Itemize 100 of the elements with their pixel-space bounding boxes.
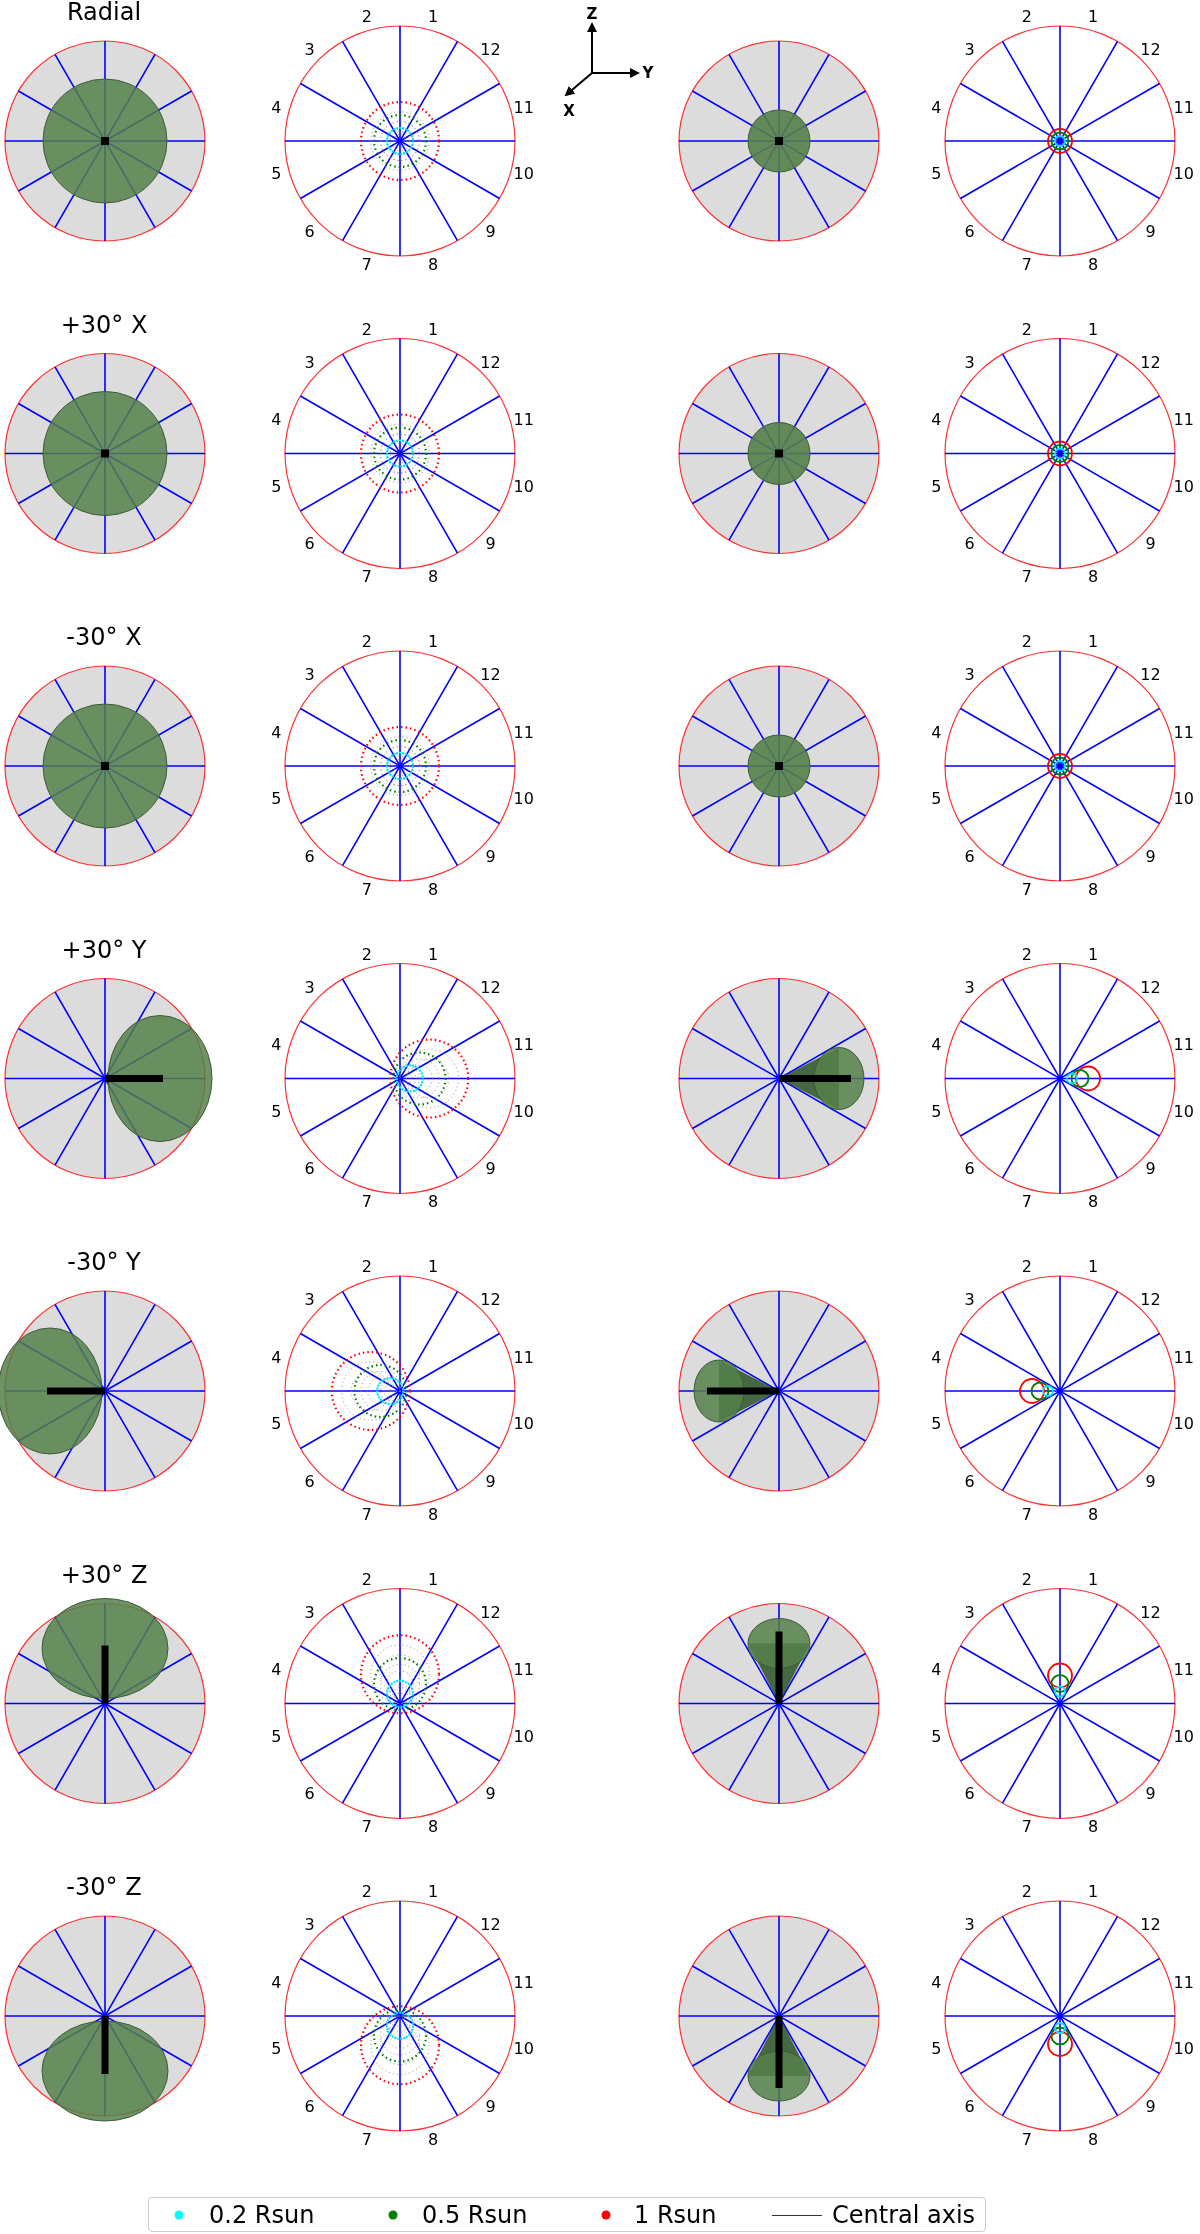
sector-number: 1 [1088, 1884, 1099, 1901]
sector-number: 12 [480, 42, 501, 59]
sector-number: 3 [964, 1917, 975, 1934]
sector-number: 4 [931, 412, 942, 429]
sector-number: 4 [931, 724, 942, 741]
sector-number: 1 [428, 1259, 439, 1276]
sector-number: 6 [964, 1161, 975, 1177]
sector-number: 8 [428, 1506, 439, 1523]
sector-number: 9 [1145, 848, 1156, 865]
sector-number: 10 [1173, 2041, 1194, 2058]
sector-number: 6 [304, 1473, 315, 1490]
sector-number: 2 [361, 1259, 372, 1276]
sector-number: 12 [480, 1292, 501, 1309]
sector-number: 9 [485, 2098, 496, 2115]
sector-number: 5 [271, 791, 282, 808]
sector-number: 11 [513, 724, 534, 741]
sector-number: 8 [1088, 569, 1099, 586]
sector-number: 7 [1021, 881, 1032, 898]
sector-number: 5 [271, 1728, 282, 1745]
sector-number: 2 [361, 1884, 372, 1901]
sector-number: 10 [1173, 166, 1194, 183]
sector-number: 8 [428, 1194, 439, 1211]
sector-number: 2 [361, 1571, 372, 1588]
sector-number: 11 [1173, 1349, 1194, 1366]
sector-number: 9 [1145, 1161, 1156, 1177]
sector-number: 6 [304, 1161, 315, 1177]
legend-text: Central axis [832, 2202, 976, 2227]
sector-number: 6 [964, 536, 975, 552]
legend-text: 0.5 Rsun [422, 2202, 528, 2227]
sector-number: 12 [1140, 1917, 1161, 1934]
sector-number: 5 [931, 791, 942, 808]
sector-number: 3 [304, 667, 315, 684]
sector-number: 5 [931, 478, 942, 495]
sector-number: 9 [1145, 2098, 1156, 2115]
sector-number: 7 [361, 1194, 372, 1211]
sector-number: 3 [964, 1292, 975, 1309]
sector-number: 2 [1021, 1884, 1032, 1901]
sector-number: 7 [1021, 1194, 1032, 1211]
sector-number: 12 [480, 980, 501, 996]
sector-number: 9 [1145, 536, 1156, 552]
sector-number: 11 [1173, 724, 1194, 741]
axis-label: Z [586, 6, 598, 22]
sector-number: 5 [271, 1416, 282, 1433]
sector-number: 9 [485, 1473, 496, 1490]
sector-number: 12 [480, 355, 501, 371]
sector-number: 10 [1173, 791, 1194, 808]
row-title: +30° Y [61, 937, 147, 962]
sector-number: 2 [1021, 321, 1032, 338]
sector-number: 3 [964, 42, 975, 59]
sector-number: 5 [931, 1728, 942, 1745]
sector-number: 3 [964, 1605, 975, 1621]
sector-number: 11 [513, 1662, 534, 1679]
sector-number: 8 [428, 1819, 439, 1836]
sector-number: 6 [304, 223, 315, 240]
sector-number: 12 [1140, 42, 1161, 59]
row-title: -30° X [66, 625, 142, 649]
sector-number: 9 [1145, 1473, 1156, 1490]
sector-number: 11 [513, 1037, 534, 1054]
sector-number: 3 [964, 355, 975, 371]
sector-number: 12 [1140, 1605, 1161, 1621]
sector-number: 1 [1088, 634, 1099, 651]
sector-number: 7 [1021, 1506, 1032, 1523]
sector-number: 7 [361, 2131, 372, 2148]
sector-number: 1 [428, 946, 439, 963]
sector-number: 4 [931, 1974, 942, 1991]
sector-number: 9 [485, 536, 496, 552]
sector-number: 7 [1021, 256, 1032, 273]
sector-number: 1 [428, 1884, 439, 1901]
sector-number: 4 [271, 724, 282, 741]
sector-number: 10 [1173, 1103, 1194, 1120]
sector-number: 7 [361, 1506, 372, 1523]
sector-number: 6 [964, 1473, 975, 1490]
sector-number: 12 [480, 667, 501, 684]
sector-number: 8 [1088, 1819, 1099, 1836]
axis-label: Y [642, 65, 654, 81]
sector-number: 2 [361, 321, 372, 338]
sector-number: 7 [361, 256, 372, 273]
sector-number: 6 [304, 2098, 315, 2115]
sector-number: 5 [271, 2041, 282, 2058]
sector-number: 3 [964, 667, 975, 684]
sector-number: 5 [931, 2041, 942, 2058]
legend-text: 1 Rsun [634, 2202, 717, 2227]
sector-number: 9 [1145, 223, 1156, 240]
sector-number: 1 [1088, 9, 1099, 26]
sector-number: 12 [1140, 980, 1161, 996]
sector-number: 7 [361, 569, 372, 586]
sector-number: 11 [1173, 1662, 1194, 1679]
sector-number: 3 [304, 1605, 315, 1621]
sector-number: 1 [428, 634, 439, 651]
sector-number: 4 [931, 1662, 942, 1679]
sector-number: 10 [513, 791, 534, 808]
sector-number: 9 [485, 1786, 496, 1802]
sector-number: 4 [271, 1974, 282, 1991]
sector-number: 8 [1088, 1506, 1099, 1523]
sector-number: 7 [361, 1819, 372, 1836]
sector-number: 5 [931, 1416, 942, 1433]
sector-number: 10 [513, 1728, 534, 1745]
sector-number: 3 [304, 980, 315, 996]
sector-number: 11 [1173, 412, 1194, 429]
sector-number: 8 [428, 569, 439, 586]
